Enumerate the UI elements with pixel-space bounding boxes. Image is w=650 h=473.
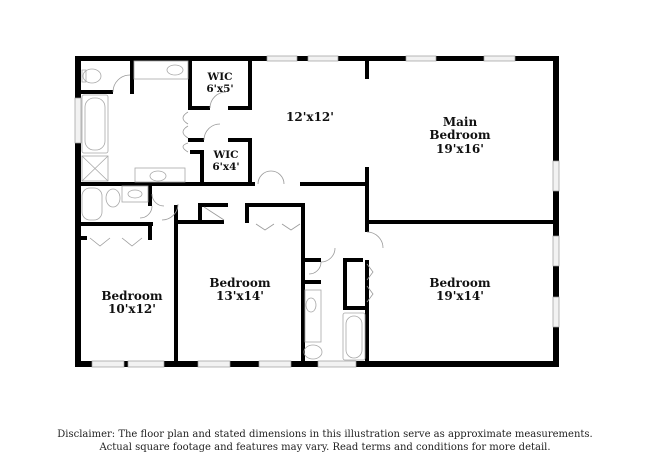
windows [74, 55, 560, 368]
room-size: 19'x14' [436, 289, 484, 304]
room-name: Bedroom [429, 276, 491, 290]
room-label-bedroom-2: Bedroom 13'x14' [190, 276, 290, 304]
room-size: 12'x12' [286, 110, 334, 124]
room-name: Bedroom [101, 289, 163, 303]
room-label-bedroom-3: Bedroom 19'x14' [410, 276, 510, 304]
room-size: 13'x14' [216, 289, 264, 304]
room-name-line2: Bedroom [429, 128, 491, 143]
room-name-line1: Main [442, 115, 478, 129]
room-size: 19'x16' [436, 141, 484, 156]
exterior-walls [75, 56, 559, 367]
bath-fixtures [81, 60, 366, 361]
room-size: 10'x12' [108, 302, 156, 317]
disclaimer-line-2: Actual square footage and features may v… [99, 442, 551, 453]
room-name: WIC [207, 71, 233, 83]
room-label-wic-1: WIC 6'x5' [196, 71, 244, 96]
room-label-bedroom-1: Bedroom 10'x12' [88, 289, 176, 317]
room-name: WIC [213, 149, 239, 161]
room-label-loft: 12'x12' [270, 110, 350, 124]
disclaimer-line-1: Disclaimer: The floor plan and stated di… [57, 429, 593, 440]
room-label-wic-2: WIC 6'x4' [204, 149, 248, 174]
room-size: 6'x5' [206, 82, 234, 95]
room-name: Bedroom [209, 276, 271, 290]
room-label-main-bedroom: Main Bedroom 19'x16' [410, 115, 510, 156]
interior-walls [75, 56, 559, 367]
disclaimer: Disclaimer: The floor plan and stated di… [0, 428, 650, 454]
doors [89, 74, 384, 303]
room-size: 6'x4' [212, 160, 240, 173]
